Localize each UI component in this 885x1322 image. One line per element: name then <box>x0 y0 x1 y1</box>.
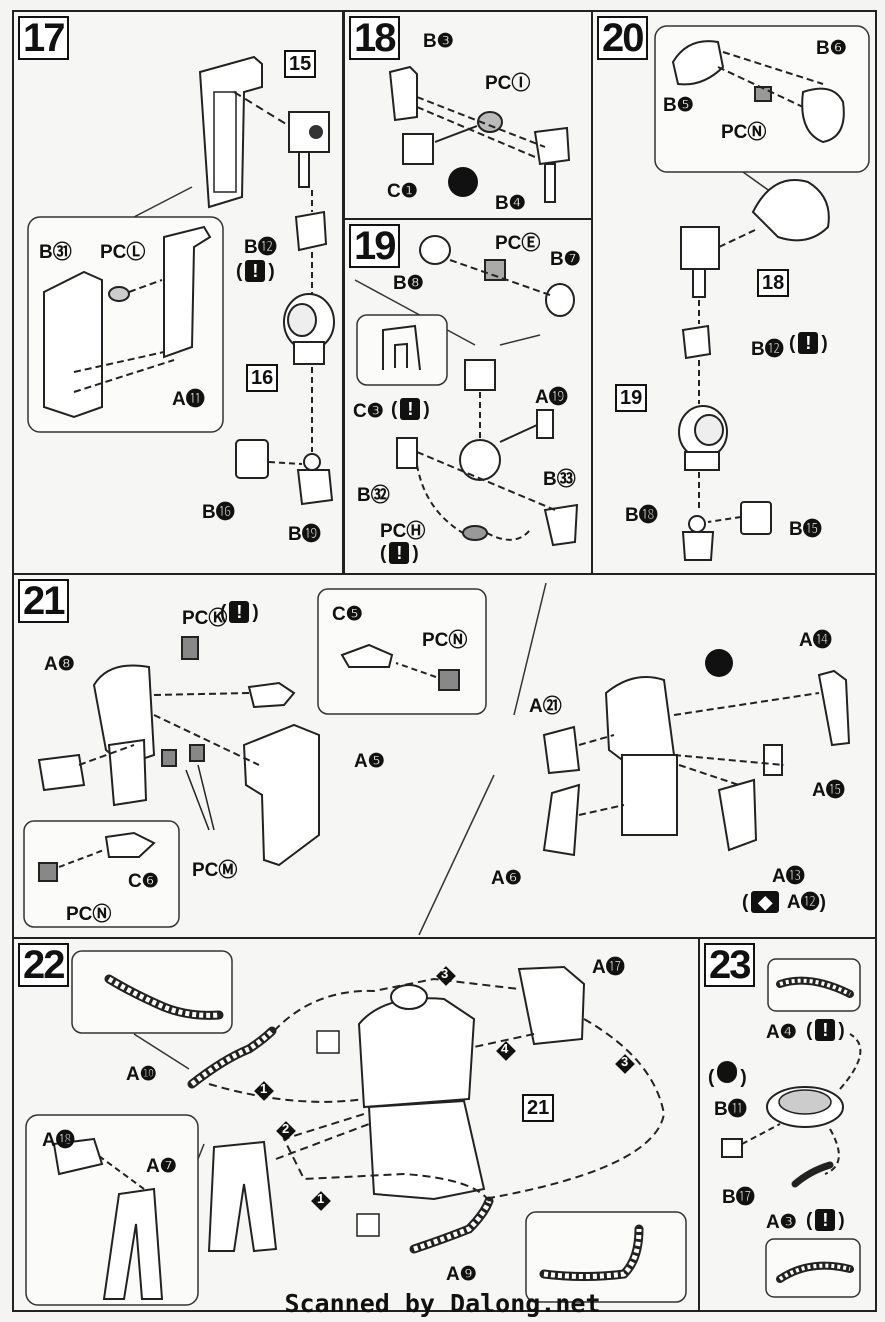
label-b32: B㉜ <box>357 485 390 506</box>
label-b16: B⓰ <box>202 502 235 523</box>
label-pch: PCⒽ <box>380 521 426 542</box>
label-b3: B❸ <box>423 31 454 52</box>
warning-icon: ! <box>815 1209 836 1231</box>
step-19-panel: 19 B❽ PCⒺ B❼ C❸ (!) A⓳ B㉜ B㉝ PCⒽ (!) <box>343 218 593 575</box>
label-pcl: PCⓁ <box>100 242 146 263</box>
warning-paren: (!) <box>220 601 259 623</box>
label-pcn: PCⓃ <box>721 122 767 143</box>
warning-icon: ! <box>229 601 250 623</box>
label-a18: A⓲ <box>42 1130 75 1151</box>
interchange-note: (◆ A⓬) <box>742 891 826 913</box>
step-20-panel: 20 B❻ B❺ PCⓃ 18 B⓬ (!) 19 B⓲ B⓯ <box>591 10 877 575</box>
step-22-panel: 22 <box>12 937 700 1312</box>
step-number: 18 <box>349 16 400 60</box>
label-b18: B⓲ <box>625 505 658 526</box>
step-17-panel: 17 15 16 B㉛ PCⓁ A⓫ B⓬ (!) <box>12 10 344 575</box>
step-ref-19: 19 <box>615 384 648 412</box>
label-b7: B❼ <box>550 249 581 270</box>
step-number: 17 <box>18 16 69 60</box>
warning-paren: (!) <box>380 542 419 564</box>
step-22-drawing <box>25 950 687 1306</box>
warning-paren: (!) <box>806 1019 845 1041</box>
label-a9: A❾ <box>446 1264 477 1285</box>
label-pce: PCⒺ <box>495 233 541 254</box>
warning-icon: ! <box>389 542 410 564</box>
step-18-panel: 18 B❸ PCⒾ C❶ B❹ <box>343 10 593 220</box>
label-a6: A❻ <box>491 868 522 889</box>
label-a19: A⓳ <box>535 387 568 408</box>
order-3-top: 3 <box>441 966 449 981</box>
label-c5: C❺ <box>332 604 363 625</box>
label-b11: B⓫ <box>714 1099 747 1120</box>
warning-paren: (!) <box>236 260 275 282</box>
warning-icon: ! <box>400 398 421 420</box>
label-a4: A❹ <box>766 1022 797 1043</box>
order-2: 2 <box>282 1121 290 1136</box>
step-17-drawing <box>27 55 335 506</box>
step-21-panel: 21 <box>12 573 877 939</box>
label-b33: B㉝ <box>543 469 576 490</box>
label-c1: C❶ <box>387 181 418 202</box>
label-b12: B⓬ <box>751 339 784 360</box>
order-4: 4 <box>501 1041 509 1056</box>
label-c6: C❻ <box>128 871 159 892</box>
step-number: 22 <box>18 943 69 987</box>
dot-marker: () <box>708 1061 747 1089</box>
label-pcm: PCⓂ <box>192 860 238 881</box>
step-number: 21 <box>18 579 69 623</box>
label-a7: A❼ <box>146 1156 177 1177</box>
warning-icon: ! <box>798 332 819 354</box>
scan-credit: Scanned by Dalong.net <box>284 1289 601 1318</box>
step-ref-18: 18 <box>757 269 790 297</box>
step-number: 19 <box>349 224 400 268</box>
label-a8: A❽ <box>44 654 75 675</box>
label-a15: A⓯ <box>812 780 845 801</box>
label-a11: A⓫ <box>172 389 205 410</box>
label-b4: B❹ <box>495 193 526 214</box>
order-1-bottom: 1 <box>317 1191 325 1206</box>
warning-icon: ! <box>815 1019 836 1041</box>
order-3-right: 3 <box>621 1054 629 1069</box>
warning-icon: ! <box>245 260 266 282</box>
label-a3: A❸ <box>766 1212 797 1233</box>
label-b31: B㉛ <box>39 242 72 263</box>
label-b5: B❺ <box>663 95 694 116</box>
warning-paren: (!) <box>391 398 430 420</box>
label-a21: A㉑ <box>529 696 562 717</box>
step-number: 23 <box>704 943 755 987</box>
step-21-drawing <box>23 582 851 936</box>
label-b12: B⓬ <box>244 237 277 258</box>
step-19-drawing <box>354 235 579 547</box>
interchange-icon: ◆ <box>751 891 780 913</box>
label-a17: A⓱ <box>592 957 625 978</box>
warning-paren: (!) <box>806 1209 845 1231</box>
label-b6: B❻ <box>816 38 847 59</box>
step-number: 20 <box>597 16 648 60</box>
label-pcn: PCⓃ <box>422 630 468 651</box>
label-a12: A⓬ <box>786 892 820 913</box>
label-b17: B⓱ <box>722 1187 755 1208</box>
warning-paren: (!) <box>789 332 828 354</box>
step-18-drawing <box>388 65 571 203</box>
label-b19: B⓳ <box>288 524 321 545</box>
label-a10: A❿ <box>126 1064 157 1085</box>
label-b15: B⓯ <box>789 519 822 540</box>
label-pci: PCⒾ <box>485 73 531 94</box>
step-23-drawing <box>721 958 862 1298</box>
step-20-drawing <box>654 25 870 561</box>
step-ref-21: 21 <box>522 1094 555 1122</box>
black-circle-icon <box>717 1061 738 1083</box>
label-a13: A⓭ <box>772 866 805 887</box>
label-c3: C❸ <box>353 401 384 422</box>
label-b8: B❽ <box>393 273 424 294</box>
label-pcn-2: PCⓃ <box>66 904 112 925</box>
label-a5: A❺ <box>354 751 385 772</box>
order-1-top: 1 <box>260 1081 268 1096</box>
label-a14: A⓮ <box>799 630 832 651</box>
label-pck: PCⓀ <box>182 608 228 629</box>
step-ref-16: 16 <box>246 364 279 392</box>
step-ref-15: 15 <box>284 50 317 78</box>
step-23-panel: 23 A❹ (!) () B⓫ B⓱ A❸ (!) <box>698 937 877 1312</box>
